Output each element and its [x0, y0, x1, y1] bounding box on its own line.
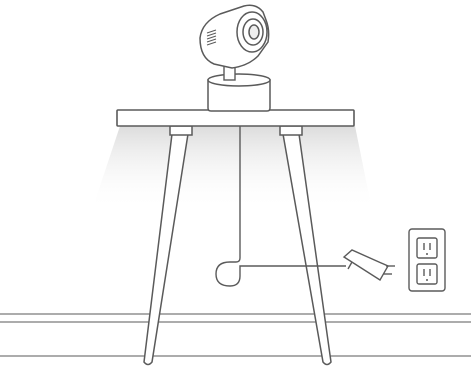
- wall-outlet: [409, 229, 445, 291]
- power-adapter: [344, 250, 395, 280]
- table-top: [117, 110, 354, 126]
- projector-base: [208, 74, 270, 111]
- projector-icon: [200, 5, 269, 68]
- table-shadow: [92, 126, 372, 210]
- baseboard: [0, 314, 471, 356]
